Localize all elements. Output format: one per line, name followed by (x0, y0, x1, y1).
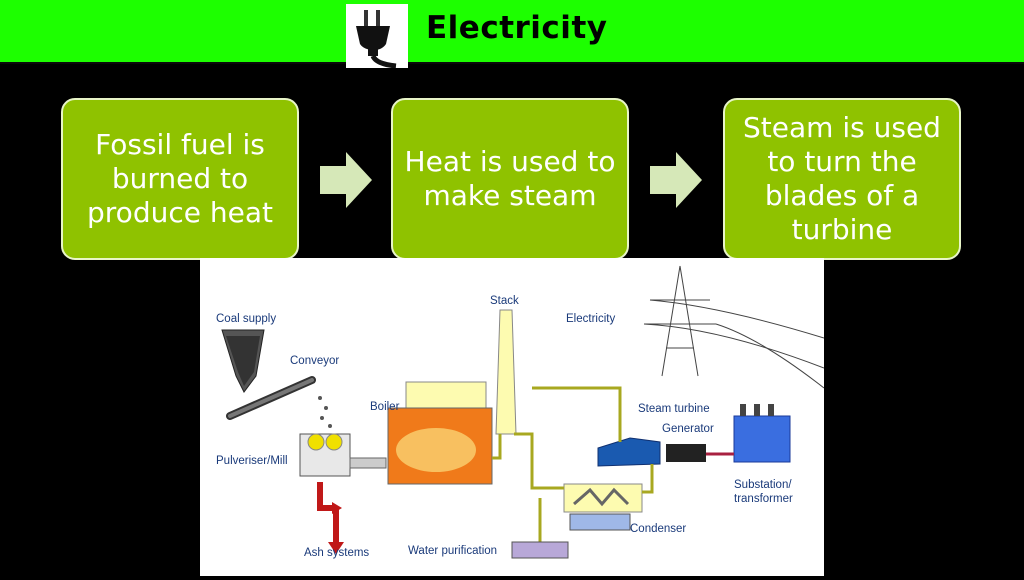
step-label: Steam is used to turn the blades of a tu… (743, 111, 941, 246)
label-electricity: Electricity (566, 313, 615, 325)
label-generator: Generator (662, 423, 714, 435)
substation-icon (733, 404, 791, 463)
label-transformer: transformer (734, 493, 793, 505)
conveyor-icon (226, 376, 332, 428)
turbine-icon (597, 437, 706, 467)
pipe-lines (317, 386, 734, 558)
water-purification-box (511, 541, 569, 559)
label-ash-systems: Ash systems (304, 547, 369, 559)
page-title: Electricity (426, 10, 608, 46)
label-condenser: Condenser (630, 523, 686, 535)
label-stack: Stack (490, 295, 519, 307)
coal-hopper-icon (221, 329, 265, 393)
label-steam-turbine: Steam turbine (638, 403, 710, 415)
label-boiler: Boiler (370, 401, 400, 413)
step-box-turbine: Steam is used to turn the blades of a tu… (723, 98, 961, 260)
label-coal-supply: Coal supply (216, 313, 276, 325)
label-pulveriser: Pulveriser/Mill (216, 455, 288, 467)
arrow-right-icon (320, 152, 372, 208)
power-plant-diagram: Coal supply Conveyor Boiler Pulveriser/M… (200, 258, 825, 576)
label-conveyor: Conveyor (290, 355, 339, 367)
pulveriser-icon (299, 433, 387, 477)
step-box-heat: Heat is used to make steam (391, 98, 629, 260)
label-substation: Substation/ (734, 479, 792, 491)
step-label: Fossil fuel is burned to produce heat (87, 128, 273, 229)
boiler-icon (387, 381, 493, 485)
stack-icon (495, 309, 517, 435)
step-box-burn: Fossil fuel is burned to produce heat (61, 98, 299, 260)
label-water-purification: Water purification (408, 545, 497, 557)
arrow-right-icon (650, 152, 702, 208)
plug-icon (346, 4, 408, 69)
pylon-icon (643, 265, 825, 389)
step-label: Heat is used to make steam (404, 145, 616, 212)
title-bar (0, 0, 1024, 64)
condenser-icon (563, 483, 643, 531)
